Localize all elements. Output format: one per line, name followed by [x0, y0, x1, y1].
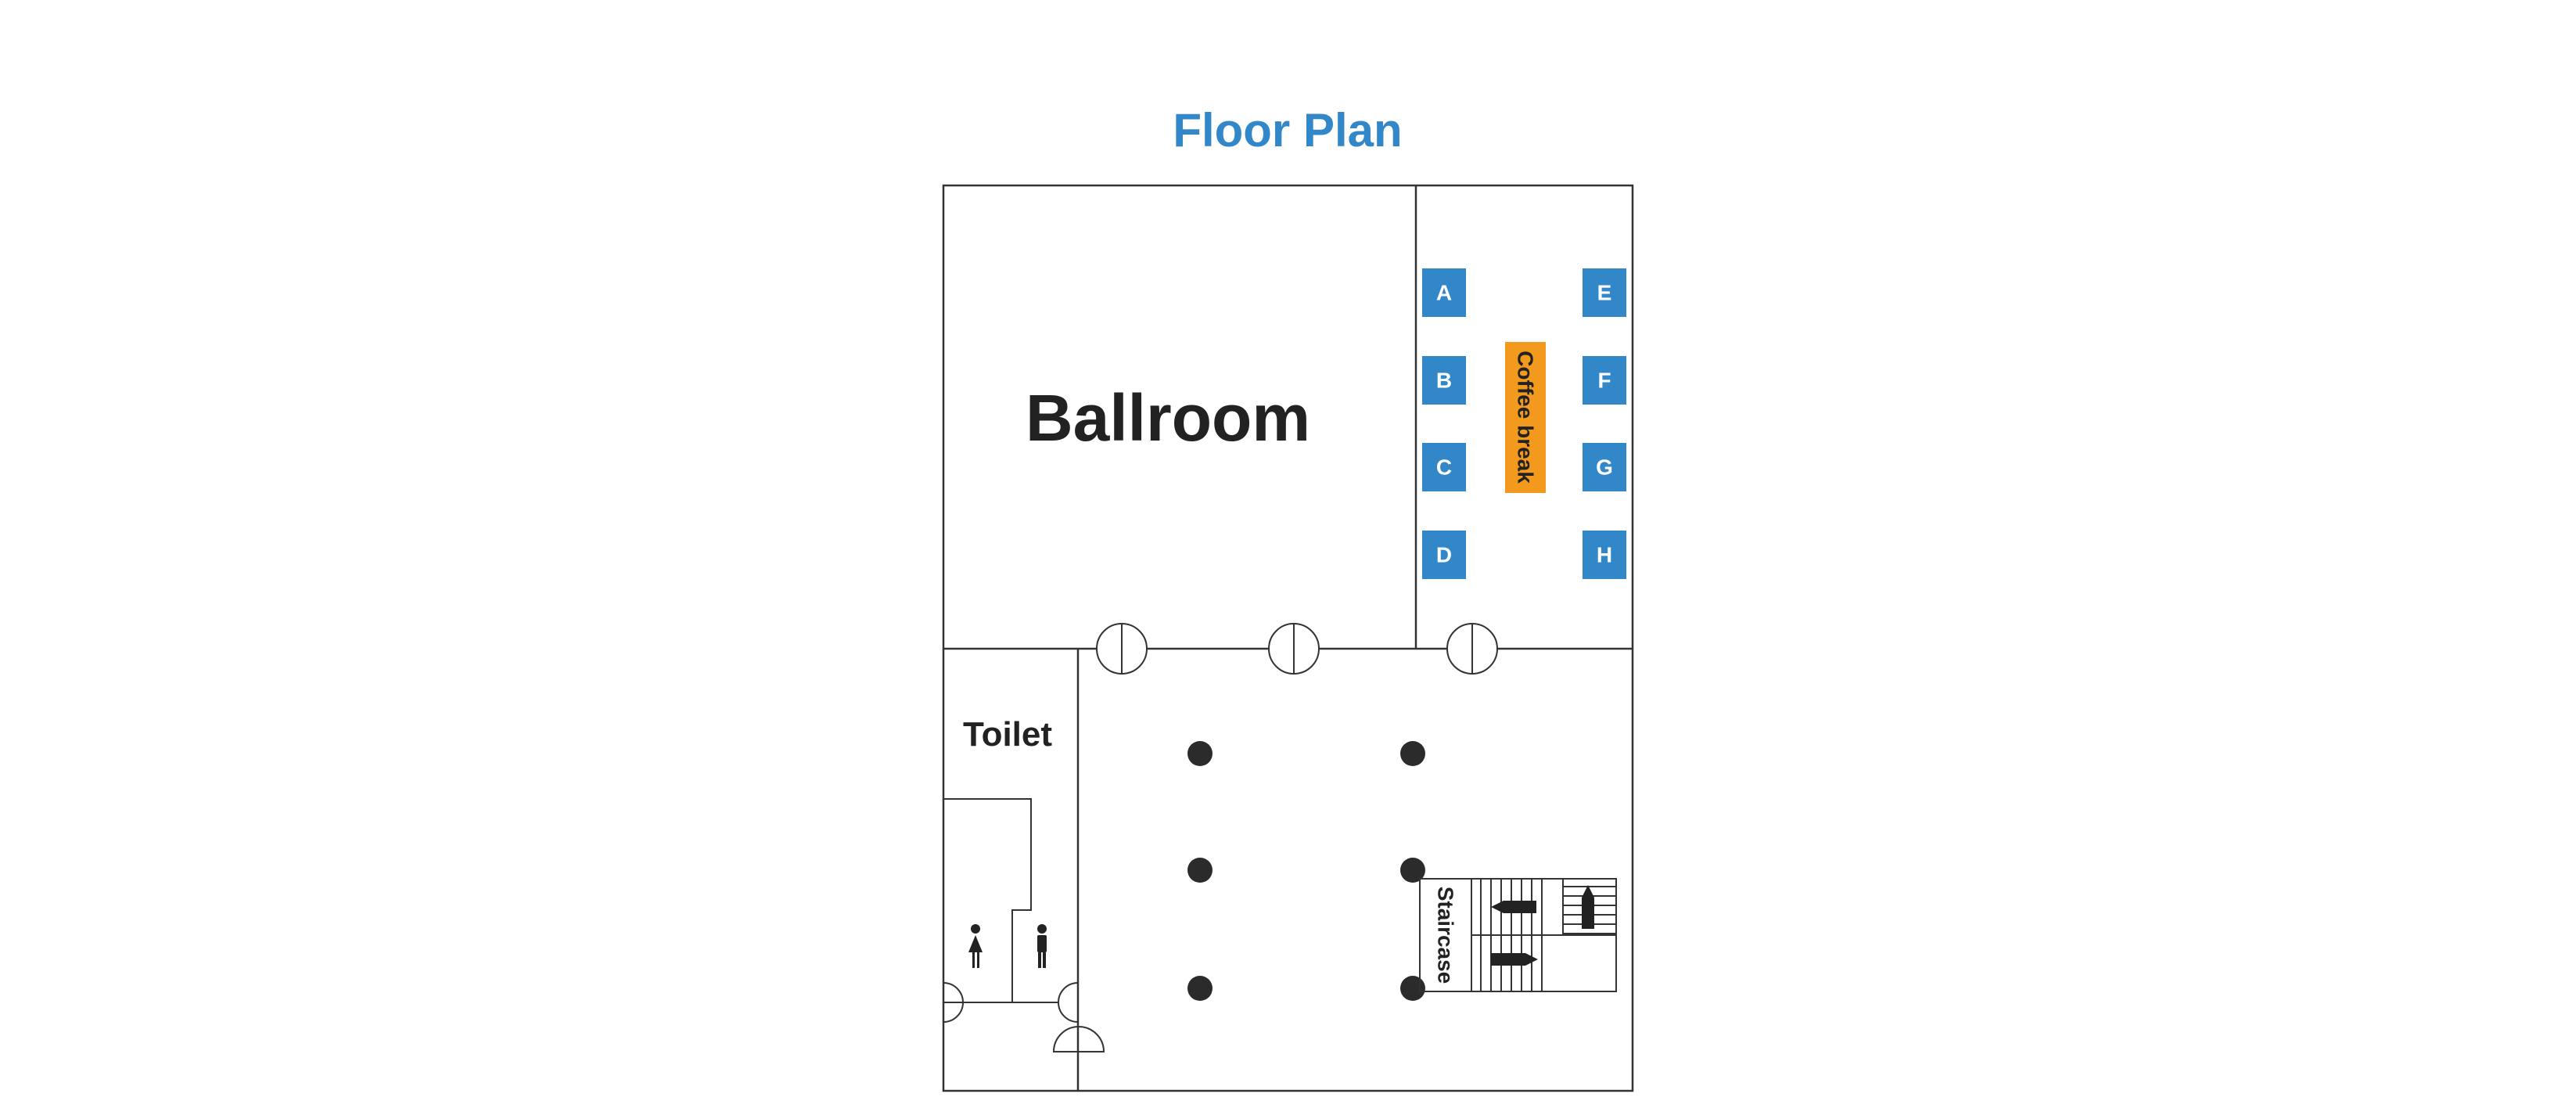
ballroom-door-2	[1268, 622, 1320, 675]
booth-area-door	[1446, 622, 1498, 675]
staircase: Staircase	[1419, 878, 1617, 992]
booth-label: E	[1597, 281, 1612, 305]
booth-e: E	[1583, 268, 1626, 317]
toilet-label: Toilet	[963, 715, 1052, 754]
female-restroom-icon	[968, 924, 983, 968]
male-restroom-icon	[1037, 924, 1047, 968]
arrow-up-icon	[1582, 885, 1594, 929]
booth-label: C	[1436, 455, 1452, 480]
pillar	[1187, 858, 1213, 883]
toilet-stalls	[943, 798, 1105, 1052]
arrow-right-icon	[1491, 953, 1538, 966]
coffee-break-label: Coffee break	[1514, 351, 1538, 484]
booth-label: F	[1597, 369, 1611, 393]
staircase-label: Staircase	[1434, 887, 1458, 984]
outer-wall	[942, 184, 1634, 1092]
booth-label: A	[1436, 281, 1452, 305]
pillar	[1187, 741, 1213, 766]
arrow-left-icon	[1491, 901, 1536, 913]
booth-label: B	[1436, 369, 1452, 393]
ballroom-door-1	[1096, 622, 1148, 675]
booth-h: H	[1583, 531, 1626, 579]
booth-d: D	[1422, 531, 1466, 579]
booth-c: C	[1422, 443, 1466, 491]
pillar	[1400, 741, 1425, 766]
booth-label: D	[1436, 543, 1452, 567]
booth-f: F	[1583, 356, 1626, 405]
pillar	[1400, 858, 1425, 883]
plan-title: Floor Plan	[1173, 104, 1402, 157]
booth-g: G	[1583, 443, 1626, 491]
pillar-group	[1187, 741, 1425, 1001]
booth-label: G	[1596, 455, 1613, 480]
booth-group: A B C D E F G H	[1422, 268, 1626, 579]
booth-b: B	[1422, 356, 1466, 405]
coffee-break-counter: Coffee break	[1505, 342, 1546, 493]
booth-a: A	[1422, 268, 1466, 317]
pillar	[1187, 976, 1213, 1001]
booth-label: H	[1597, 543, 1612, 567]
pillar	[1400, 976, 1425, 1001]
ballroom-label: Ballroom	[1026, 381, 1310, 455]
